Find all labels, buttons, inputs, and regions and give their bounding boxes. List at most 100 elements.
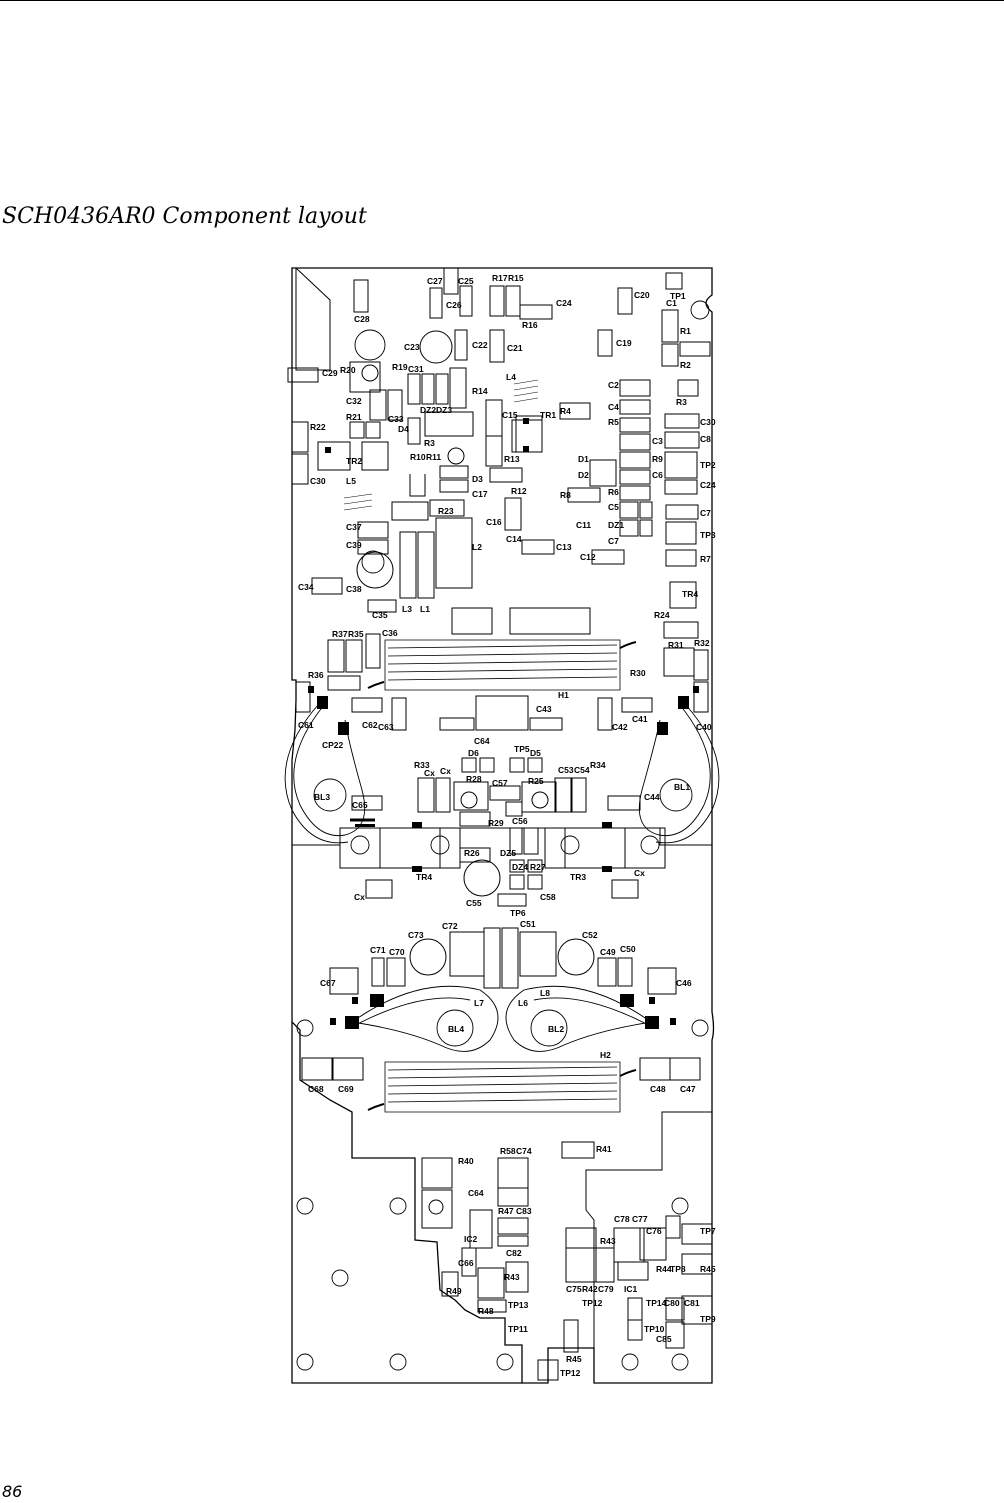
label-R44: R44 xyxy=(656,1264,672,1274)
label-R11: R11 xyxy=(426,452,441,462)
label-R6: R6 xyxy=(608,487,619,497)
label-C34: C34 xyxy=(298,582,314,592)
label-IC2: IC2 xyxy=(464,1234,478,1244)
label-Cx3: Cx xyxy=(634,868,645,878)
label-C39: C39 xyxy=(346,540,362,550)
label-R43: R43 xyxy=(600,1236,616,1246)
label-C8: C8 xyxy=(700,434,711,444)
label-H2: H2 xyxy=(600,1050,611,1060)
label-C42: C42 xyxy=(612,722,628,732)
label-C41: C41 xyxy=(632,714,648,724)
label-R43b: R43 xyxy=(504,1272,520,1282)
label-R21: R21 xyxy=(346,412,362,422)
label-R16: R16 xyxy=(522,320,538,330)
label-DZ3: DZ3 xyxy=(436,405,452,415)
label-L6: L6 xyxy=(518,998,528,1008)
label-C72: C72 xyxy=(442,921,458,931)
label-D5: D5 xyxy=(530,748,541,758)
label-R49: R49 xyxy=(446,1286,462,1296)
label-R37: R37 xyxy=(332,629,348,639)
label-D6: D6 xyxy=(468,748,479,758)
label-C54: C54 xyxy=(574,765,590,775)
label-D4: D4 xyxy=(398,424,409,434)
label-R30: R30 xyxy=(630,668,646,678)
label-R42: R42 xyxy=(582,1284,598,1294)
label-C48: C48 xyxy=(650,1084,666,1094)
label-C51: C51 xyxy=(520,919,536,929)
label-C66: C66 xyxy=(458,1258,474,1268)
label-TP14: TP14 xyxy=(646,1298,667,1308)
label-C61: C61 xyxy=(298,720,314,730)
hatched-areas xyxy=(343,379,539,511)
pcb-outline-divider xyxy=(292,827,712,846)
label-TP12b: TP12 xyxy=(560,1368,581,1378)
label-C38: C38 xyxy=(346,584,362,594)
label-C69: C69 xyxy=(338,1084,354,1094)
label-C20: C20 xyxy=(634,290,650,300)
label-R33: R33 xyxy=(414,760,430,770)
label-TP8: TP8 xyxy=(670,1264,686,1274)
label-R5: R5 xyxy=(608,417,619,427)
label-C19: C19 xyxy=(616,338,632,348)
label-BL2: BL2 xyxy=(548,1024,564,1034)
label-C14: C14 xyxy=(506,534,522,544)
mounting-holes xyxy=(296,300,710,1371)
label-C53: C53 xyxy=(558,765,574,775)
label-C29: C29 xyxy=(322,368,338,378)
label-C80: C80 xyxy=(664,1298,680,1308)
label-L7: L7 xyxy=(474,998,484,1008)
heatsink-h1 xyxy=(384,639,621,691)
label-R45b: R45 xyxy=(700,1264,716,1274)
label-H1: H1 xyxy=(558,690,569,700)
label-R32: R32 xyxy=(694,638,710,648)
label-R40: R40 xyxy=(458,1156,474,1166)
label-C71: C71 xyxy=(370,945,386,955)
label-C73: C73 xyxy=(408,930,424,940)
label-BL3: BL3 xyxy=(314,792,330,802)
round-components xyxy=(356,330,595,1215)
label-TP13: TP13 xyxy=(508,1300,529,1310)
label-L8: L8 xyxy=(540,988,550,998)
label-C62: C62 xyxy=(362,720,378,730)
label-R17: R17 xyxy=(492,273,508,283)
label-C64b: C64 xyxy=(468,1188,484,1198)
label-C56: C56 xyxy=(512,816,528,826)
label-R1: R1 xyxy=(680,326,691,336)
label-R20: R20 xyxy=(340,365,356,375)
pcb-outline-right-lower xyxy=(585,1111,712,1383)
label-C13: C13 xyxy=(556,542,572,552)
label-C43: C43 xyxy=(536,704,552,714)
component-footprints xyxy=(287,267,713,1381)
balun-loops xyxy=(284,704,720,1052)
label-BL4: BL4 xyxy=(448,1024,464,1034)
label-R58: R58 xyxy=(500,1146,516,1156)
label-C24: C24 xyxy=(556,298,572,308)
label-R3b: R3 xyxy=(424,438,435,448)
label-C24b: C24 xyxy=(700,480,716,490)
label-R28: R28 xyxy=(466,774,482,784)
label-C12: C12 xyxy=(580,552,596,562)
heatsink-h2 xyxy=(384,1061,621,1113)
traces xyxy=(350,474,637,1111)
label-C7: C7 xyxy=(700,508,711,518)
label-C32: C32 xyxy=(346,396,362,406)
label-R25: R25 xyxy=(528,776,544,786)
label-C17: C17 xyxy=(472,489,488,499)
label-TP6: TP6 xyxy=(510,908,526,918)
label-R7: R7 xyxy=(700,554,711,564)
label-R12: R12 xyxy=(511,486,527,496)
label-C49: C49 xyxy=(600,947,616,957)
top-rule xyxy=(0,0,1004,1)
label-C76: C76 xyxy=(646,1226,662,1236)
label-C33: C33 xyxy=(388,414,404,424)
label-TR4top: TR4 xyxy=(682,589,698,599)
label-TR3: TR3 xyxy=(570,872,586,882)
label-R3: R3 xyxy=(676,397,687,407)
label-R48: R48 xyxy=(478,1306,494,1316)
label-C30: C30 xyxy=(700,417,716,427)
label-C74: C74 xyxy=(516,1146,532,1156)
label-R9: R9 xyxy=(652,454,663,464)
label-L5: L5 xyxy=(346,476,356,486)
label-TP10: TP10 xyxy=(644,1324,665,1334)
